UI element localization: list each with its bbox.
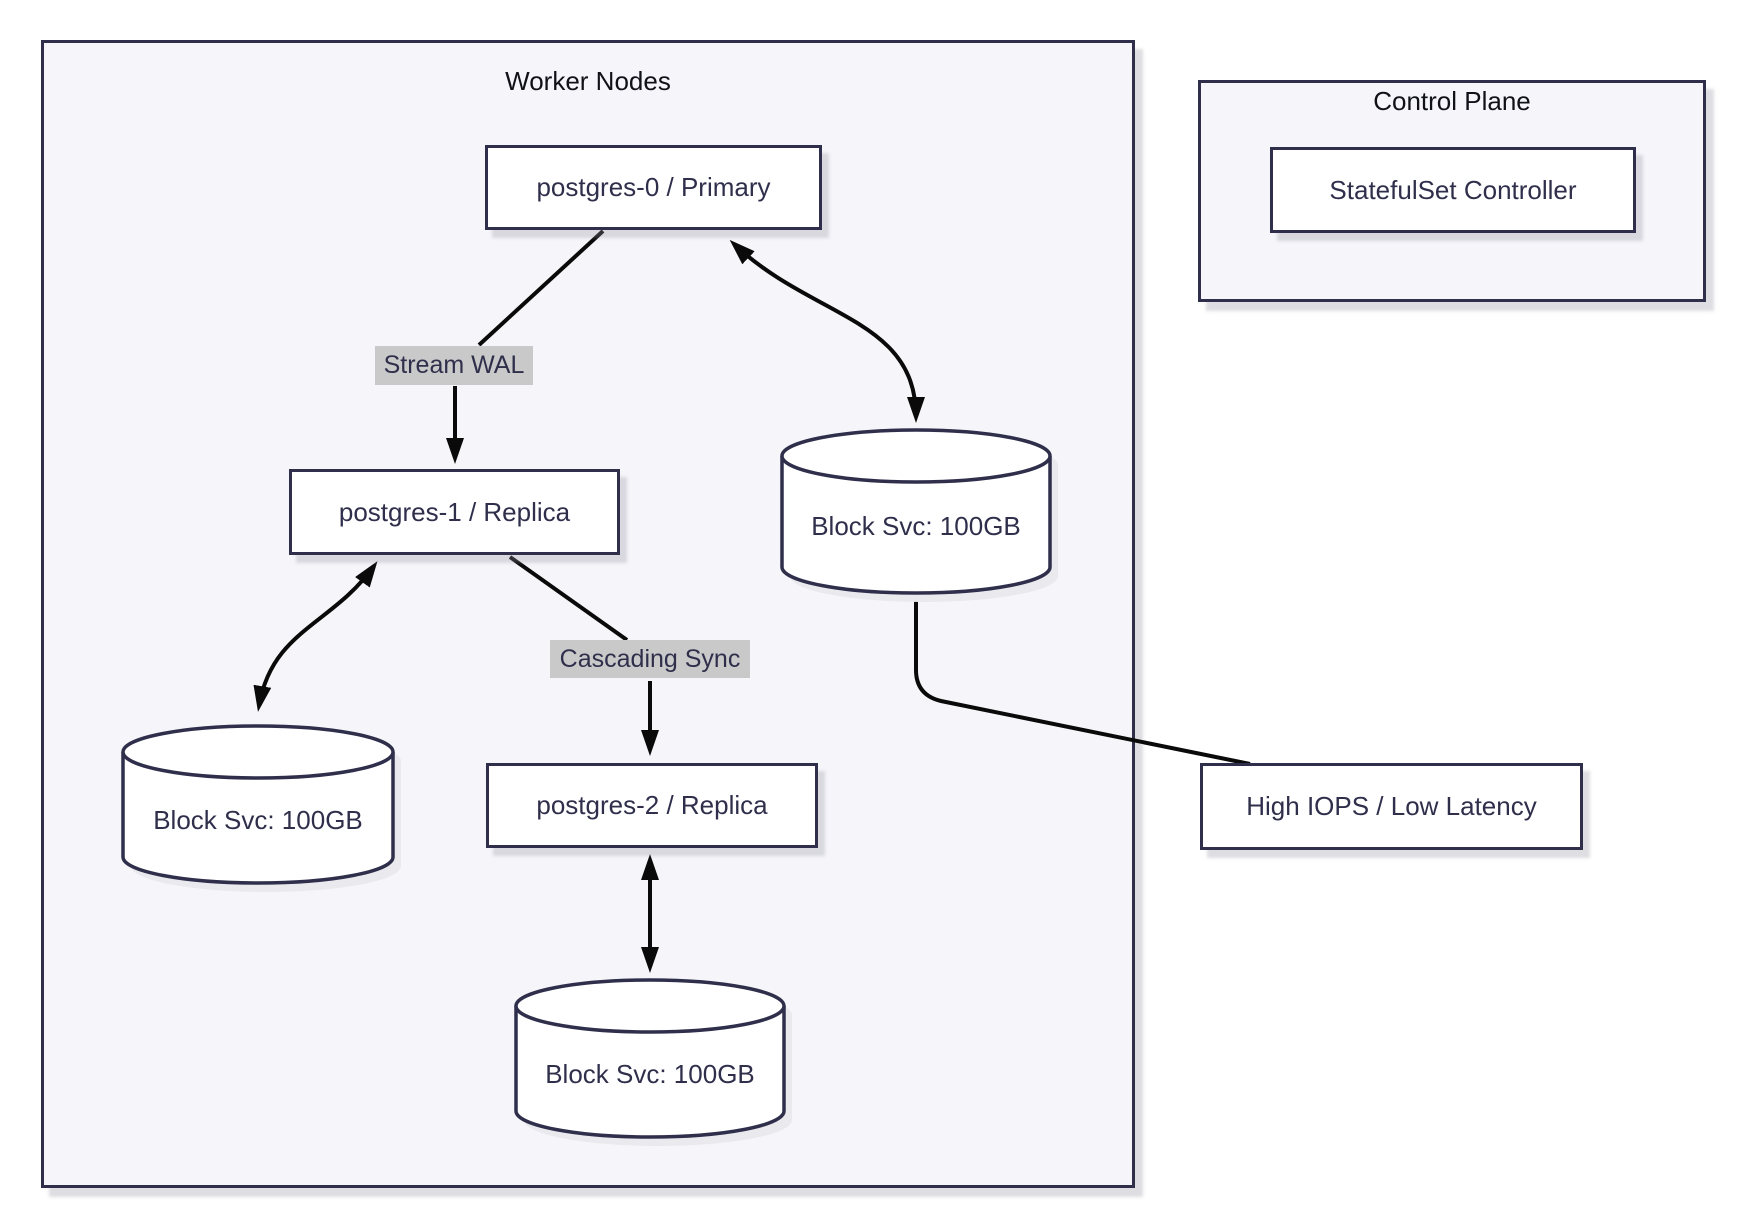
postgres-0-node: postgres-0 / Primary xyxy=(485,145,822,230)
high-iops-node: High IOPS / Low Latency xyxy=(1200,763,1583,850)
edge-postgres0-streamwal xyxy=(477,229,605,347)
postgres-1-node: postgres-1 / Replica xyxy=(289,469,620,555)
disk-left-cylinder xyxy=(121,724,401,892)
stream-wal-edge-label: Stream WAL xyxy=(375,346,533,385)
postgres-2-node: postgres-2 / Replica xyxy=(486,763,818,848)
statefulset-controller-node: StatefulSet Controller xyxy=(1270,147,1636,233)
worker-nodes-title: Worker Nodes xyxy=(505,66,671,96)
edge-disk-right-highiops xyxy=(914,597,1251,766)
disk-right-cylinder xyxy=(780,428,1058,602)
disk-right-label: Block Svc: 100GB xyxy=(811,511,1021,541)
edge-postgres1-disk-left xyxy=(253,561,378,712)
control-plane-title: Control Plane xyxy=(1373,86,1531,116)
edge-postgres1-cascadingsync xyxy=(508,555,629,642)
cascading-sync-edge-label: Cascading Sync xyxy=(550,640,750,678)
disk-bottom-cylinder xyxy=(514,978,792,1146)
disk-left-label: Block Svc: 100GB xyxy=(153,805,363,835)
edge-postgres0-disk-right xyxy=(729,239,925,423)
disk-bottom-label: Block Svc: 100GB xyxy=(545,1059,755,1089)
